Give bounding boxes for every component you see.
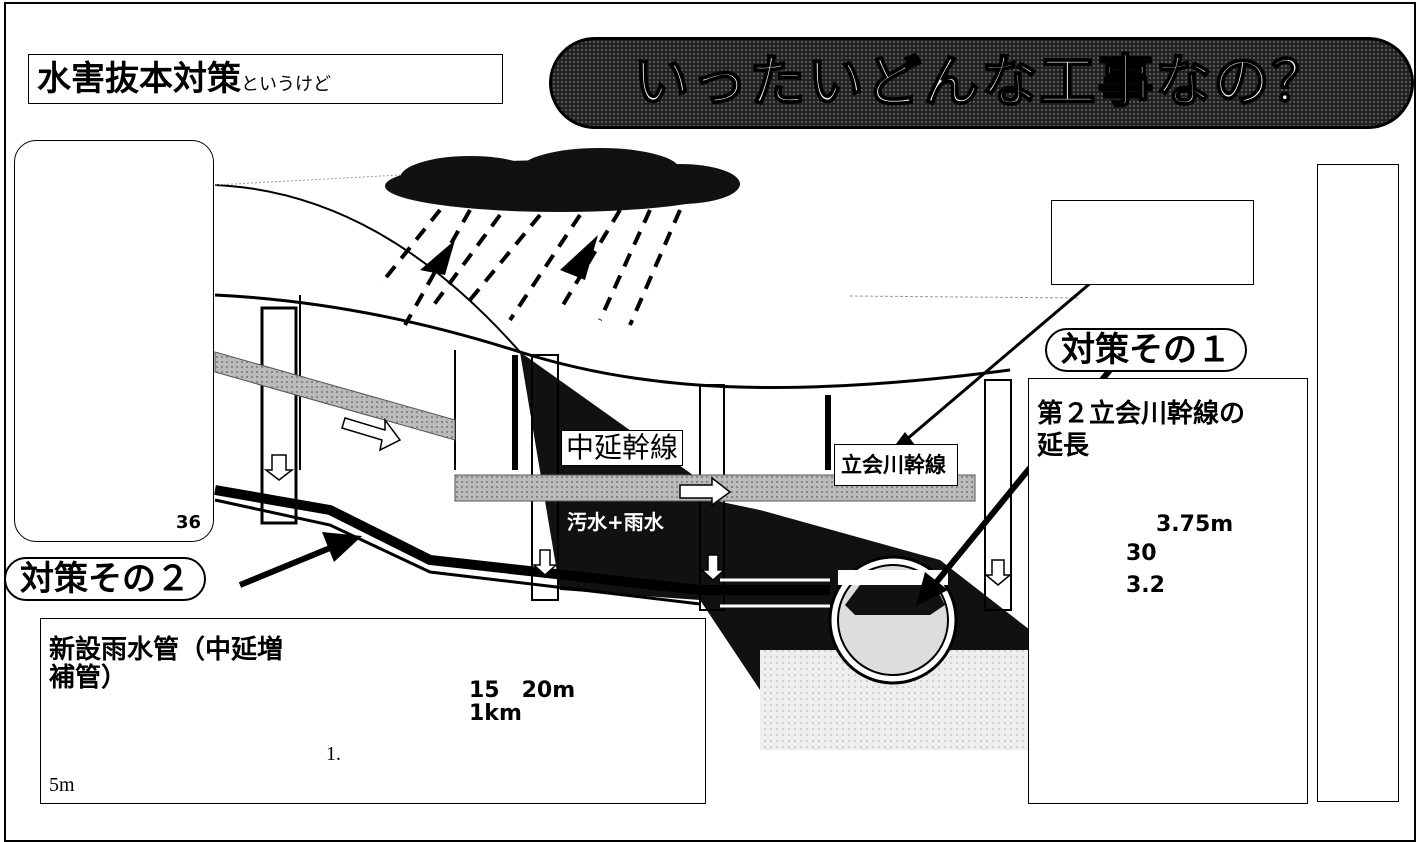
measure-2-heading-2: 補管）: [49, 663, 128, 693]
callout-box: [1051, 200, 1254, 285]
measure-2-heading-1: 新設雨水管（中延増: [49, 635, 284, 665]
measure-1-tag: 対策その１: [1045, 328, 1247, 372]
measure-1-heading-1: 第２立会川幹線の: [1037, 399, 1246, 429]
measure-2-value-2: 1km: [469, 701, 522, 726]
tachiai-trunk-label: 立会川幹線: [834, 444, 958, 486]
title-sub: というけど: [241, 74, 331, 95]
title-main: 水害抜本対策: [37, 59, 241, 99]
measure-1-heading-2: 延長: [1037, 431, 1090, 461]
banner: いったいどんな工事なの？: [549, 37, 1414, 129]
measure-1-value-3: 3.2: [1126, 573, 1165, 598]
measure-1-box: 第２立会川幹線の 延長 3.75m 30 3.2: [1028, 378, 1308, 804]
measure-2-tag: 対策その２: [4, 557, 206, 601]
nakanobu-trunk-label: 中延幹線: [561, 430, 684, 466]
title-box: 水害抜本対策というけど: [28, 54, 503, 104]
measure-1-value-2: 30: [1126, 541, 1157, 566]
banner-text: いったいどんな工事なの？: [633, 49, 1330, 116]
pipe-cross-section: [828, 555, 958, 685]
right-vertical-box: [1317, 164, 1399, 802]
measure-2-value-1: 15 20m: [469, 678, 576, 703]
measure-2-value-4: 5m: [49, 774, 75, 796]
measure-1-value-1: 3.75m: [1156, 512, 1234, 537]
left-info-box: 36: [14, 140, 214, 542]
measure-2-box: 新設雨水管（中延増 補管） 15 20m 1km 1. 5m: [40, 618, 706, 804]
sewer-diagram: [214, 148, 1121, 750]
rain-cloud-icon: [385, 148, 740, 212]
sewage-label: 汚水+雨水: [567, 510, 664, 534]
left-info-value: 36: [175, 512, 201, 533]
measure-2-value-3: 1.: [326, 743, 341, 765]
